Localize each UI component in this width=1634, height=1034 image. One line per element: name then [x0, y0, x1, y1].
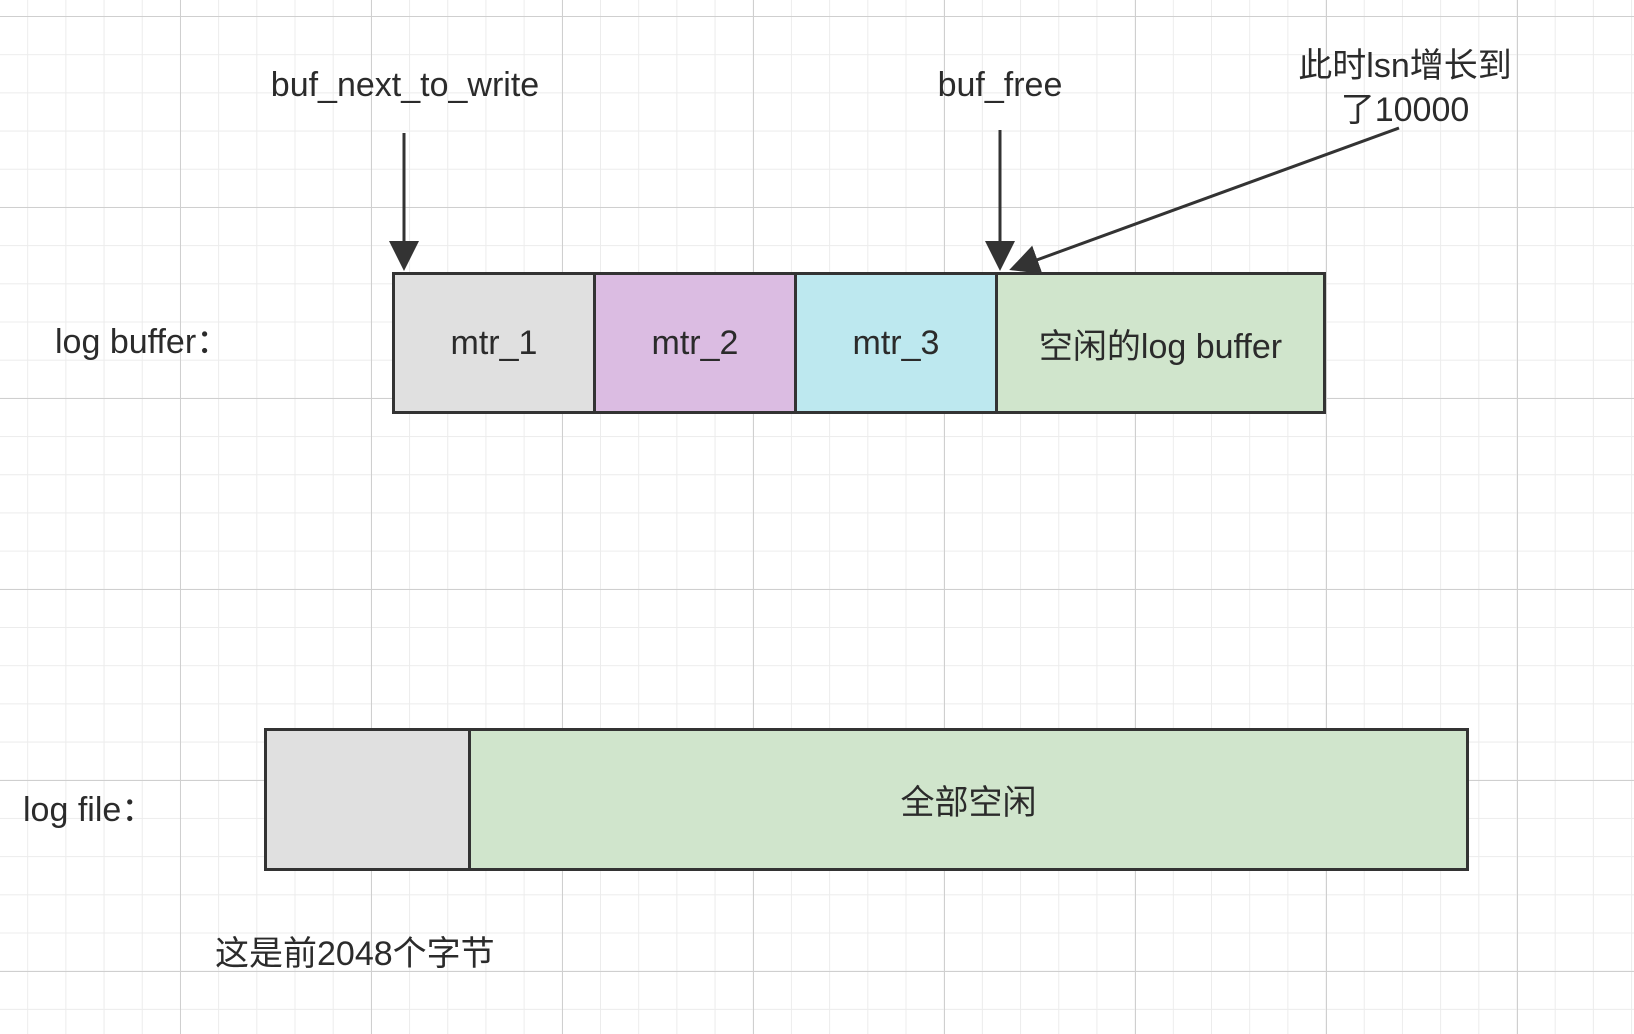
- segment-mtr-3: mtr_3: [794, 275, 995, 411]
- buf-next-to-write-label: buf_next_to_write: [270, 66, 540, 104]
- log-buffer-label: log buffer：: [55, 323, 231, 361]
- segment-written-2048: [267, 731, 468, 868]
- buf-free-label: buf_free: [937, 66, 1063, 104]
- segment-mtr-1: mtr_1: [395, 275, 593, 411]
- log-file-bar: 全部空闲: [264, 728, 1469, 871]
- lsn-note-arrow: [1009, 126, 1400, 274]
- first-2048-bytes-caption: 这是前2048个字节: [215, 935, 495, 973]
- lsn-note-line-2: 了10000: [1340, 91, 1470, 130]
- log-file-label: log file：: [23, 791, 156, 829]
- segment-mtr-2: mtr_2: [593, 275, 794, 411]
- log-buffer-bar: mtr_1 mtr_2 mtr_3 空闲的log buffer: [392, 272, 1326, 414]
- lsn-note: 此时lsn增长到 了10000: [1270, 44, 1540, 132]
- segment-free-log-buffer: 空闲的log buffer: [995, 275, 1323, 411]
- lsn-note-line-1: 此时lsn增长到: [1298, 47, 1512, 85]
- segment-all-free: 全部空闲: [468, 731, 1466, 868]
